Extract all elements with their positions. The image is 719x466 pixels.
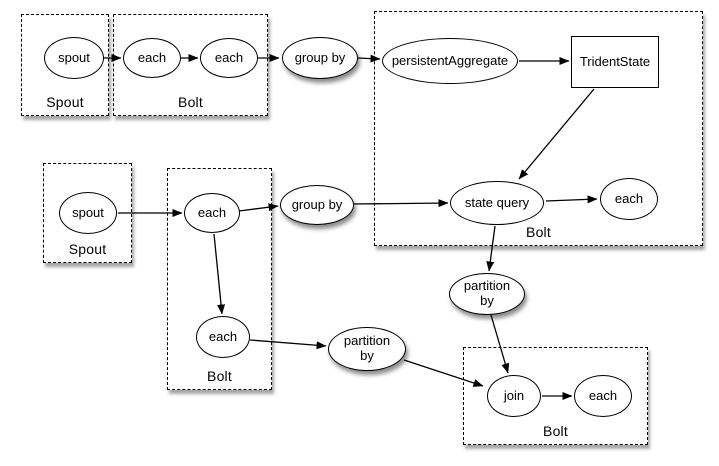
bolt-group-2: Bolt (374, 11, 703, 246)
bolt-group-4: Bolt (463, 347, 648, 445)
bolt-group-3-label: Bolt (207, 368, 232, 384)
spout-group-2-label: Spout (68, 241, 107, 257)
spout-group-2: Spout (43, 163, 132, 263)
bolt-group-3: Bolt (167, 168, 272, 390)
spout-group-1-label: Spout (46, 94, 84, 110)
bolt-group-1-label: Bolt (178, 94, 203, 110)
bolt-group-1: Bolt (113, 14, 268, 116)
bolt-group-2-label: Bolt (526, 224, 551, 240)
bolt-group-4-label: Bolt (543, 423, 568, 439)
spout-group-1: Spout (21, 14, 109, 116)
